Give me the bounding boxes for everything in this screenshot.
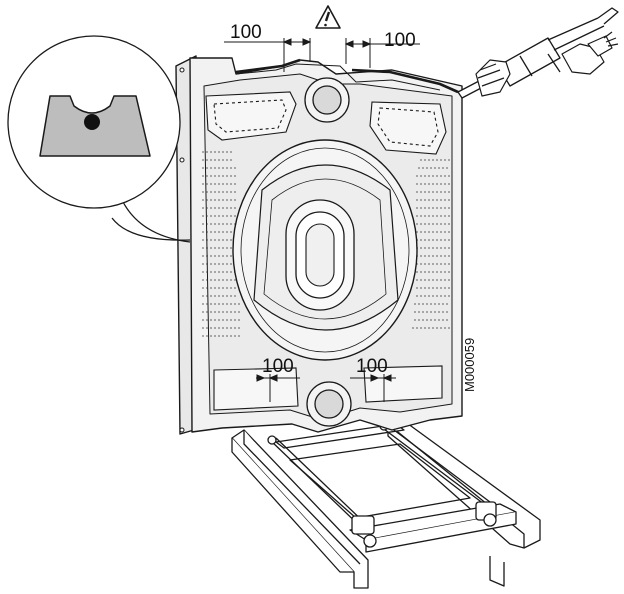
dimension-lines xyxy=(224,38,420,402)
detail-callout xyxy=(7,35,191,243)
support-frame xyxy=(231,417,541,589)
side-holes xyxy=(179,67,185,433)
stiffener-windows xyxy=(205,91,447,155)
door-opening xyxy=(232,139,418,361)
gloved-hands xyxy=(475,31,619,97)
dim-label-bottom-right: 100 xyxy=(356,356,388,377)
figure-code: M000059 xyxy=(462,338,477,392)
perforation-area xyxy=(202,151,450,337)
warning-triangle-icon xyxy=(315,5,341,29)
dim-label-bottom-left: 100 xyxy=(262,356,294,377)
dim-label-top-right: 100 xyxy=(384,30,416,51)
dim-label-top-left: 100 xyxy=(230,22,262,43)
round-ports xyxy=(304,77,352,427)
sealant-bead xyxy=(235,58,459,94)
